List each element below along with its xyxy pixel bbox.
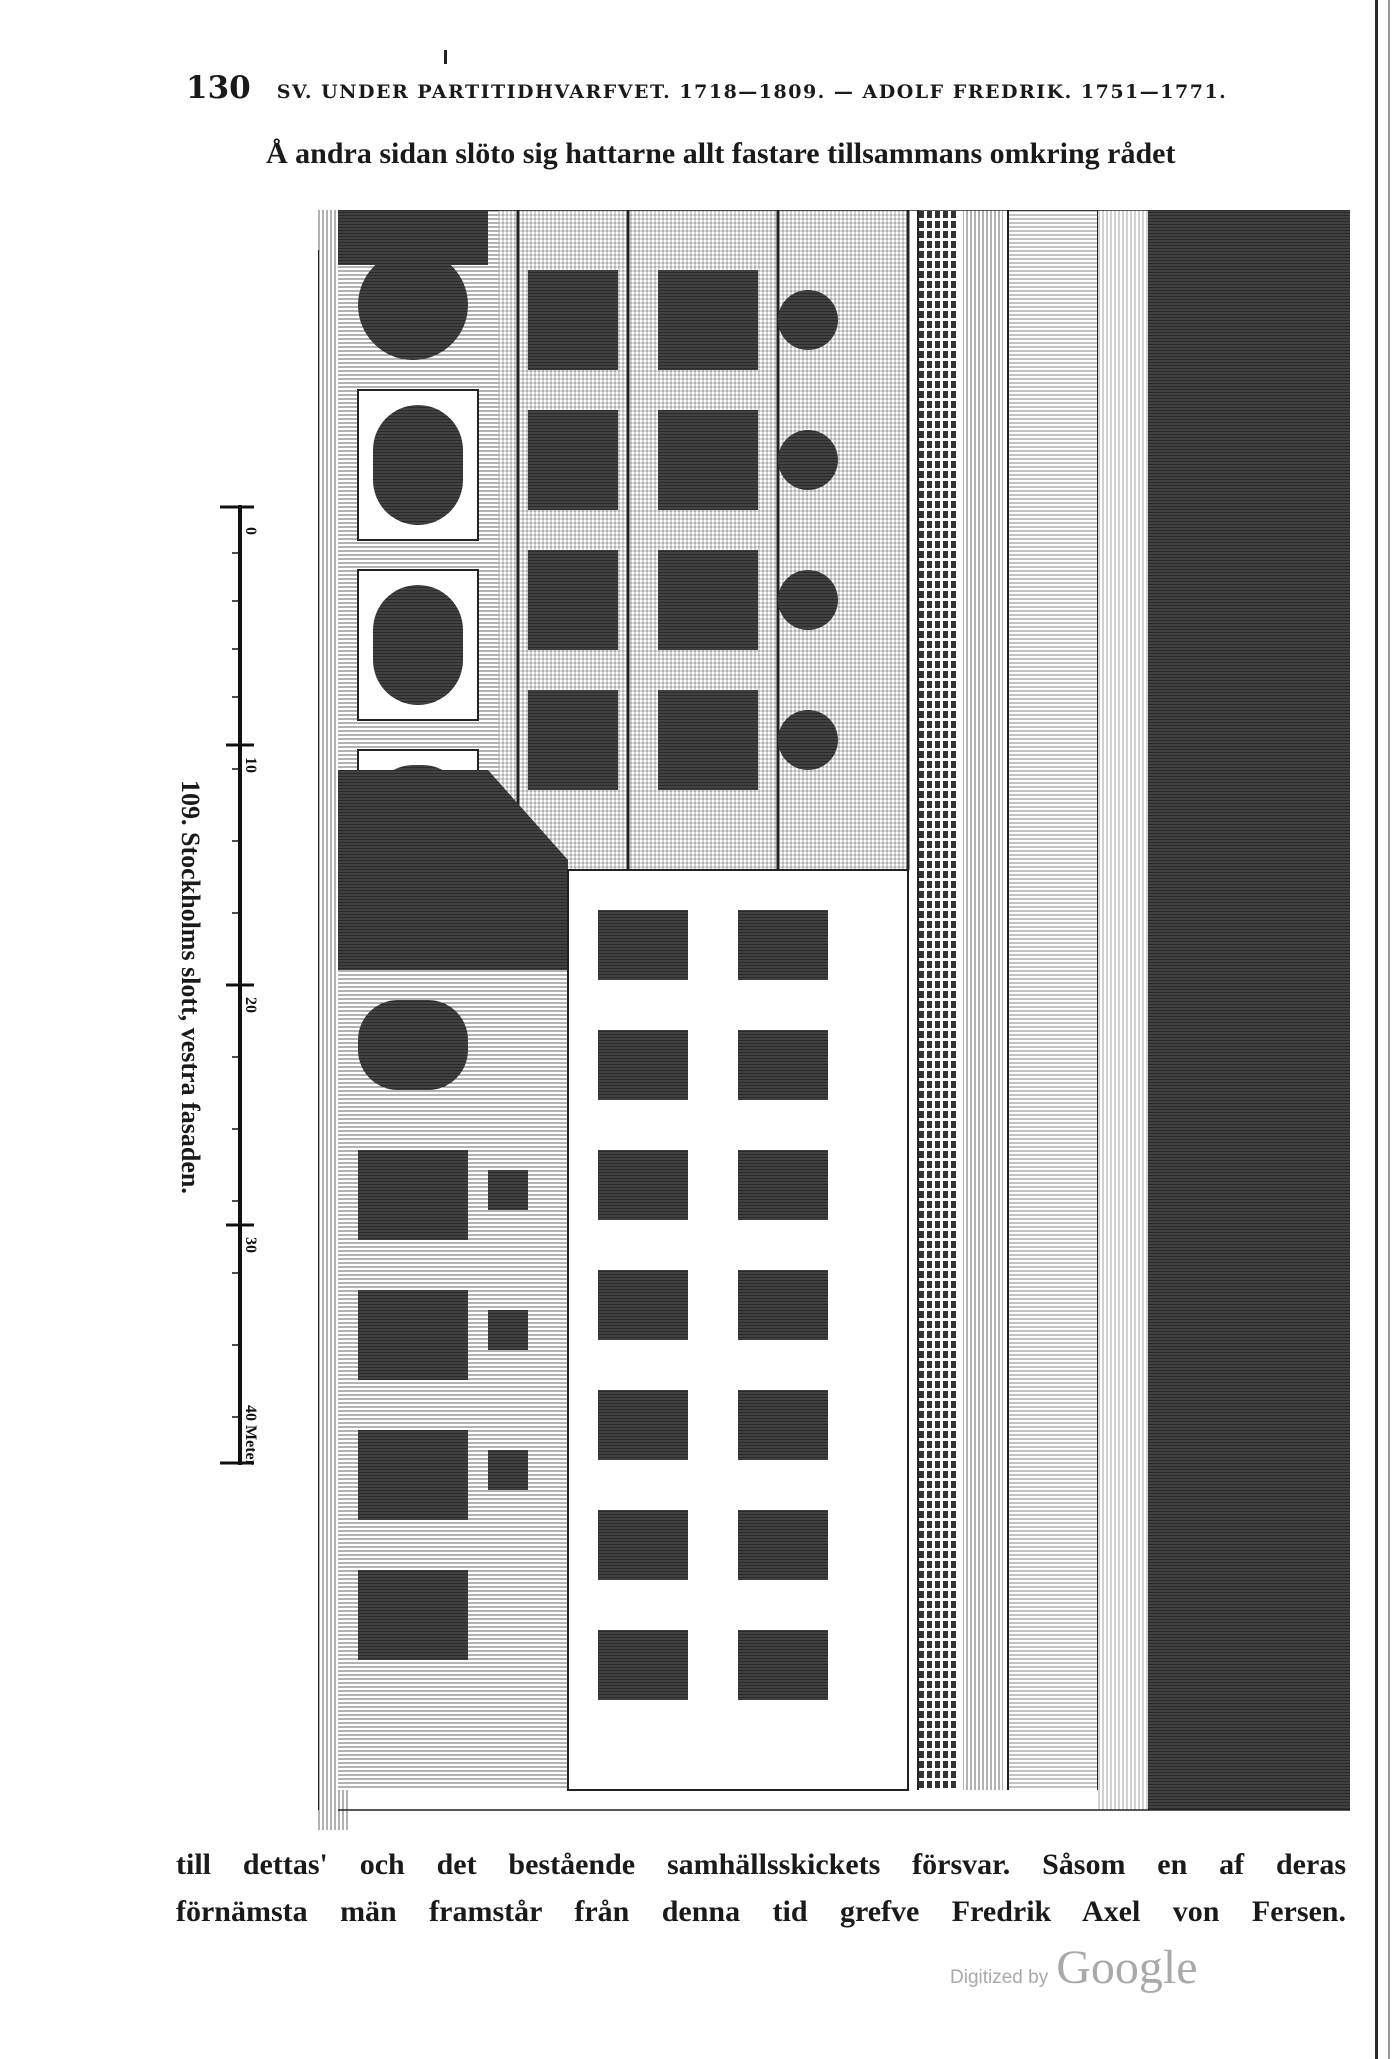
cornice-balustrade — [917, 210, 1099, 1790]
roof-band — [1148, 210, 1350, 1810]
scale-label-20: 20 — [242, 997, 259, 1013]
palace-facade-engraving — [318, 210, 1350, 1830]
body-line-bottom-2: förnämsta män framstår från denna tid gr… — [176, 1895, 1346, 1928]
dark-roof-section — [338, 770, 568, 970]
running-title: SV. UNDER PARTITIDHVARFVET. 1718—1809. —… — [276, 81, 1228, 103]
digitized-by-text: Digitized by — [950, 1967, 1049, 1988]
running-head: 130 SV. UNDER PARTITIDHVARFVET. 1718—180… — [186, 70, 1346, 116]
scale-bar-graphic: 0 10 20 30 40 Meter. — [220, 505, 259, 1469]
google-logo-text: Google — [1056, 1941, 1198, 1994]
scale-label-30: 30 — [242, 1237, 259, 1253]
scale-label-40: 40 Meter. — [242, 1405, 259, 1465]
body-line-bottom-1: till dettas' och det bestående samhällss… — [176, 1848, 1346, 1881]
scale-bar: 0 10 20 30 40 Meter. — [180, 505, 270, 1469]
page-number: 130 — [186, 70, 251, 106]
main-facade-columns — [498, 210, 910, 870]
facade-drawing — [318, 210, 1350, 1830]
digitized-by-watermark: Digitized by Google — [950, 1940, 1198, 2000]
left-wing-lower — [338, 970, 568, 1790]
scale-label-10: 10 — [242, 757, 259, 773]
print-mark — [444, 50, 447, 64]
scale-label-0: 0 — [242, 527, 259, 535]
body-line-top: Å andra sidan slöto sig hattarne allt fa… — [266, 137, 1176, 170]
scale-minor-ticks — [232, 552, 240, 1418]
central-block — [567, 869, 909, 1791]
arched-windows — [357, 250, 479, 861]
page-edge-rule — [1375, 0, 1378, 2059]
page-edge-rule-light — [1388, 0, 1390, 2059]
